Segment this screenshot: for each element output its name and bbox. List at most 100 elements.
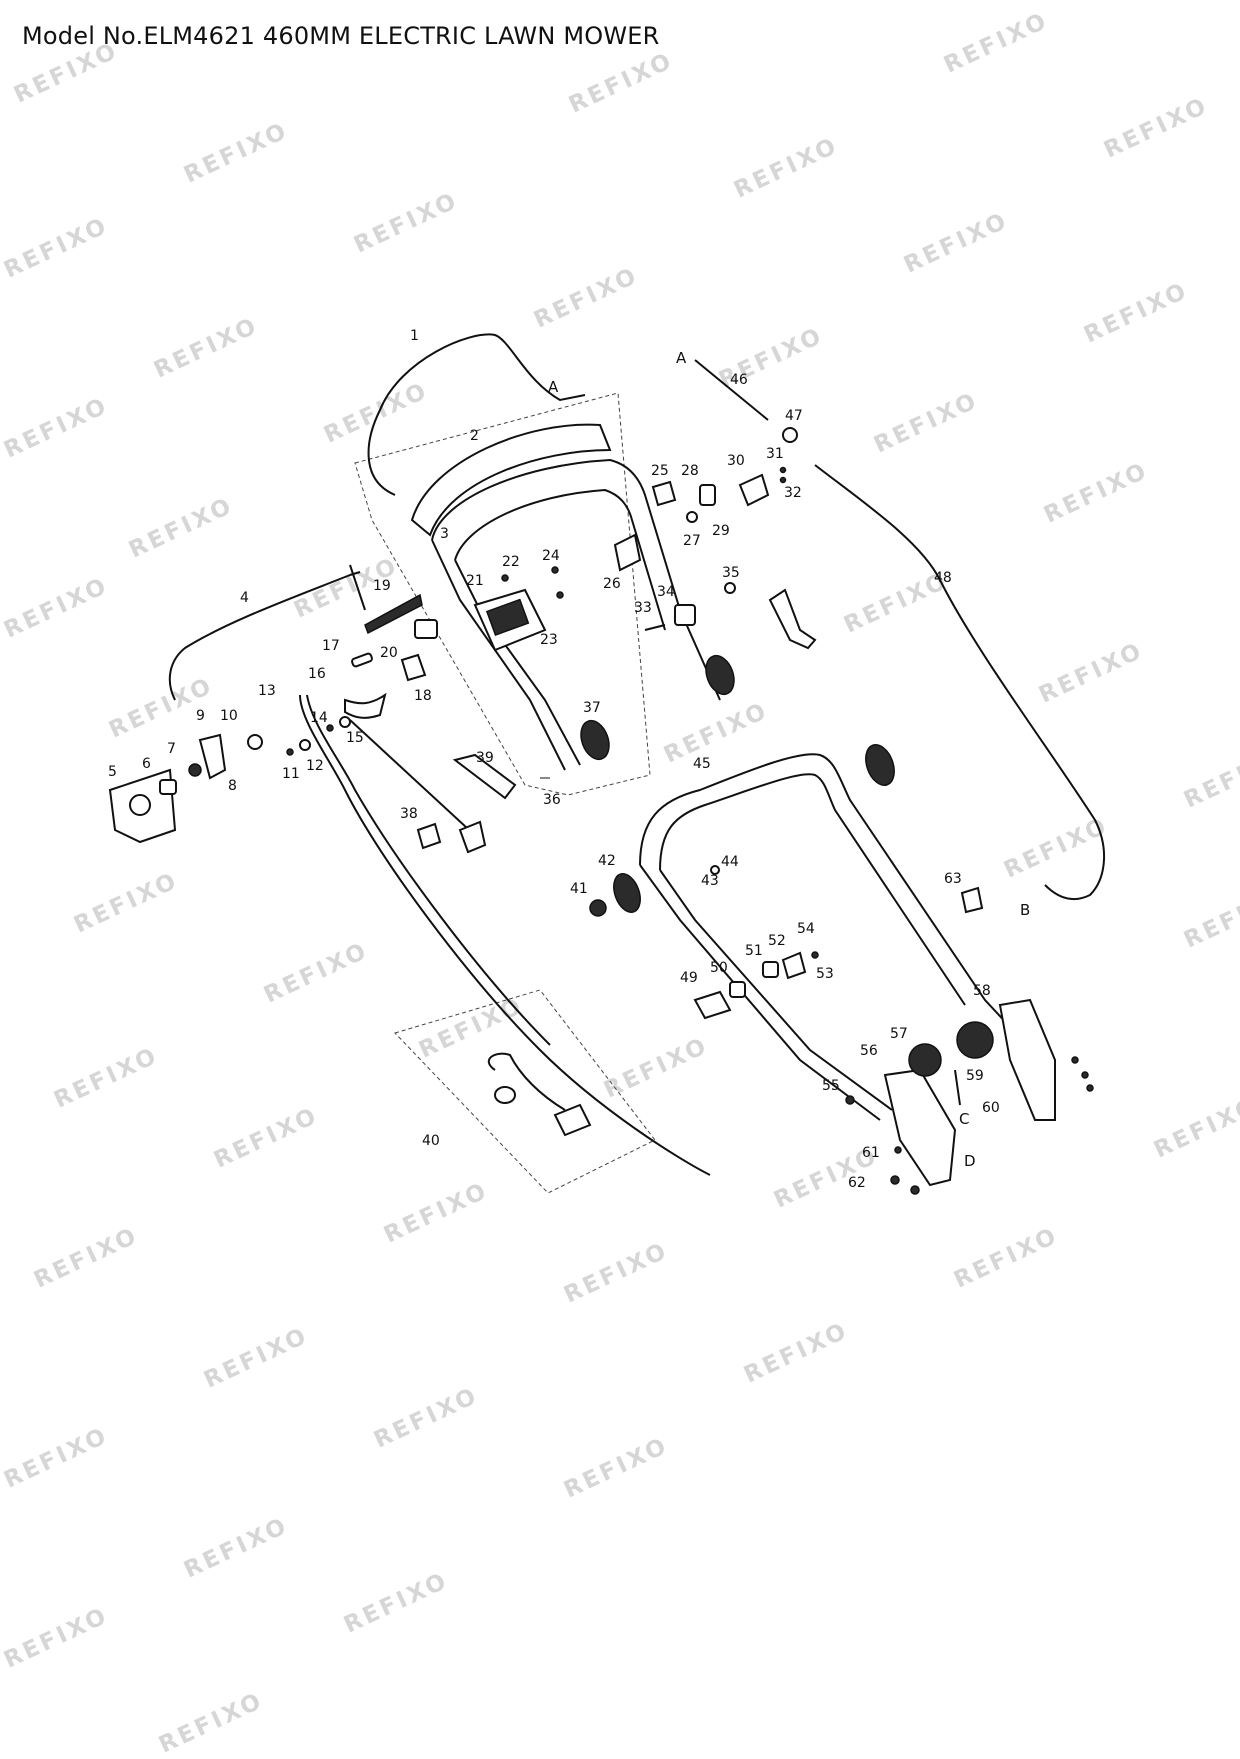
part-number-label: 8 (228, 778, 237, 794)
part-19-blade (364, 593, 423, 635)
part-number-label: 16 (308, 666, 326, 682)
part-6-bushing (159, 779, 177, 795)
part-number-label: 1 (410, 328, 419, 344)
part-5-switch-hole (129, 794, 151, 816)
part-41-nut (589, 899, 607, 917)
part-number-label: 13 (258, 683, 276, 699)
part-number-label: 47 (785, 408, 803, 424)
part-number-label: 21 (466, 573, 484, 589)
part-40-connector (494, 1086, 516, 1104)
part-53-screw (811, 951, 819, 959)
part-number-label: 3 (440, 526, 449, 542)
part-number-label: 4 (240, 590, 249, 606)
part-55-bolt (845, 1095, 855, 1105)
part-number-label: 7 (167, 741, 176, 757)
part-45-lower-handle (639, 753, 1051, 1071)
part-22-screw (501, 574, 509, 582)
part-3-left-tube (431, 539, 566, 771)
part-number-label: 62 (848, 1175, 866, 1191)
part-number-label: 14 (310, 710, 328, 726)
part-32-screw (779, 476, 787, 484)
part-50-block (729, 981, 746, 998)
part-24-screw (551, 566, 559, 574)
part-49-grip (693, 990, 732, 1020)
part-number-label: 48 (934, 570, 952, 586)
part-number-label: 39 (476, 750, 494, 766)
part-number-label: 26 (603, 576, 621, 592)
part-25-clip (651, 480, 677, 507)
part-number-label: 52 (768, 933, 786, 949)
part-37-knob-wheel (580, 719, 610, 761)
part-3-handle-upper (431, 458, 721, 701)
part-35-nut (724, 582, 736, 594)
part-62-screw-b (910, 1185, 920, 1195)
part-11-screw (286, 748, 294, 756)
part-number-label: 38 (400, 806, 418, 822)
connection-point-label: C (959, 1110, 969, 1128)
part-number-label: 12 (306, 758, 324, 774)
part-58-bracket (998, 998, 1056, 1121)
page-title: Model No.ELM4621 460MM ELECTRIC LAWN MOW… (22, 22, 660, 50)
part-63-cap (960, 886, 984, 914)
part-40-cable (487, 1052, 566, 1111)
part-15-clip (339, 716, 351, 728)
part-lever-right (768, 588, 817, 650)
part-13-cable-b (306, 694, 551, 1046)
part-number-label: 27 (683, 533, 701, 549)
part-number-label: 58 (973, 983, 991, 999)
part-62-screw (890, 1175, 900, 1185)
part-12-washer (299, 739, 311, 751)
part-37-knob-wheel-b (705, 654, 735, 696)
part-20-block (414, 619, 438, 639)
part-48-cable (814, 464, 1106, 901)
part-number-label: 56 (860, 1043, 878, 1059)
part-number-label: 33 (634, 600, 652, 616)
part-number-label: 10 (220, 708, 238, 724)
part-16-bracket (344, 692, 387, 719)
part-30-knob (738, 473, 770, 507)
part-16-cable (349, 719, 481, 841)
part-59-pin (954, 1069, 961, 1106)
power-cable-kit-box (394, 989, 656, 1194)
part-33-bolt (644, 624, 666, 631)
part-number-label: 43 (701, 873, 719, 889)
part-number-label: 36 (543, 792, 561, 808)
part-number-label: 9 (196, 708, 205, 724)
part-47-nut (782, 427, 798, 443)
part-number-label: 29 (712, 523, 730, 539)
part-40-plug (553, 1103, 592, 1137)
part-number-label: 61 (862, 1145, 880, 1161)
right-screw-3 (1086, 1084, 1094, 1092)
part-24-screw-b (556, 591, 564, 599)
plug-head (458, 820, 487, 854)
part-44-nut (710, 865, 720, 875)
part-51-block (762, 961, 779, 978)
part-42-knob (613, 873, 641, 913)
right-screw-1 (1071, 1056, 1079, 1064)
connection-point-label: D (964, 1152, 976, 1170)
part-number-label: 18 (414, 688, 432, 704)
part-4-cable (168, 571, 361, 701)
part-17-pin (351, 652, 373, 668)
part-number-label: 49 (680, 970, 698, 986)
part-38-clip (416, 822, 442, 850)
part-39-lever (452, 753, 517, 800)
part-number-label: 11 (282, 766, 300, 782)
part-31-screw (779, 466, 787, 474)
part-number-label: 25 (651, 463, 669, 479)
part-27-washer (686, 511, 698, 523)
part-number-label: 53 (816, 966, 834, 982)
part-number-label: 60 (982, 1100, 1000, 1116)
part-3-handle-upper-inner (454, 488, 666, 631)
part-number-label: 6 (142, 756, 151, 772)
part-number-label: 35 (722, 565, 740, 581)
part-number-label: 32 (784, 485, 802, 501)
part-number-label: 45 (693, 756, 711, 772)
part-number-label: 28 (681, 463, 699, 479)
part-number-label: 24 (542, 548, 560, 564)
part-28-knob (699, 484, 716, 506)
part-2-handle-grip (410, 423, 612, 537)
part-14-screw (326, 724, 334, 732)
